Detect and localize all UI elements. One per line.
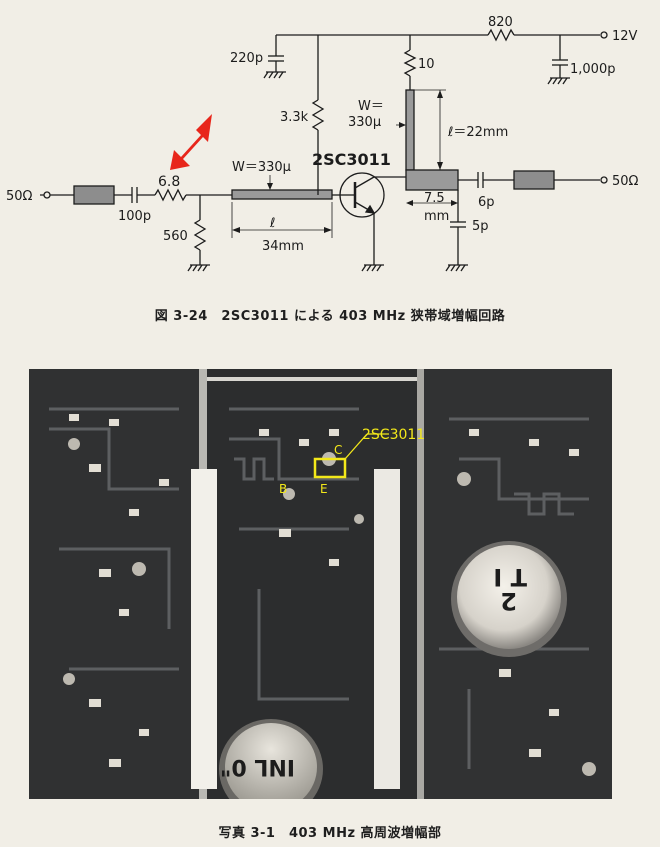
label-out-port: 50Ω <box>612 174 639 189</box>
highlight-arrow <box>170 114 212 170</box>
label-r-bias: 3.3k <box>280 110 309 125</box>
ground-symbol-220p <box>263 71 286 79</box>
coil-marking-2: 2 <box>500 587 517 615</box>
ground-symbol-emitter <box>361 264 384 272</box>
ground-symbol-5p <box>445 264 468 272</box>
label-supply: 12V <box>612 29 638 44</box>
circuit-schematic: 50Ω 100p 6.8 560 220p 3.3k W＝330μ ℓ 34mm… <box>6 15 639 272</box>
label-r-collector: 10 <box>418 57 435 72</box>
label-r-series: 6.8 <box>158 174 180 190</box>
pcb-photo-drawing: T I 2 INL 0" 2SC3011 C B E <box>29 369 612 799</box>
cap-marking: INL 0" <box>220 754 295 779</box>
pcb-photo: T I 2 INL 0" 2SC3011 C B E <box>29 369 612 799</box>
label-pad-width-2: mm <box>424 209 449 224</box>
label-r-supply: 820 <box>488 15 513 30</box>
pin-label-b: B <box>279 482 287 496</box>
coil-marking-1: T I <box>493 563 527 591</box>
label-stripline-in-len-sym: ℓ <box>269 216 275 231</box>
photo-caption: 写真 3-1 403 MHz 高周波増幅部 <box>218 826 442 841</box>
transistor-annotation: 2SC3011 C B E <box>279 427 425 496</box>
schematic-wires <box>40 28 608 272</box>
ground-symbol-1000p <box>547 77 570 85</box>
label-c-decouple: 220p <box>230 51 263 66</box>
transistor-annotation-label: 2SC3011 <box>362 427 425 443</box>
label-c-supply: 1,000p <box>570 62 615 77</box>
label-stripline-out-w-1: W＝ <box>358 99 384 114</box>
label-stripline-in-w: W＝330μ <box>232 160 291 175</box>
label-c-shunt-out: 5p <box>472 219 489 234</box>
label-pad-width-1: 7.5 <box>424 191 445 206</box>
label-in-port: 50Ω <box>6 189 33 204</box>
label-stripline-in-len: 34mm <box>262 239 304 254</box>
label-transistor: 2SC3011 <box>312 150 391 169</box>
label-stripline-out-len: ℓ＝22mm <box>447 125 508 140</box>
transistor-highlight-box <box>313 457 347 479</box>
ground-symbol-input <box>187 264 210 272</box>
pin-label-c: C <box>334 443 342 457</box>
figure-caption: 図 3-24 2SC3011 による 403 MHz 狭帯域増幅回路 <box>154 309 506 324</box>
label-c-out: 6p <box>478 195 495 210</box>
pin-label-e: E <box>320 482 328 496</box>
label-c-in: 100p <box>118 209 151 224</box>
label-r-shunt: 560 <box>163 229 188 244</box>
label-stripline-out-w-2: 330μ <box>348 115 381 130</box>
